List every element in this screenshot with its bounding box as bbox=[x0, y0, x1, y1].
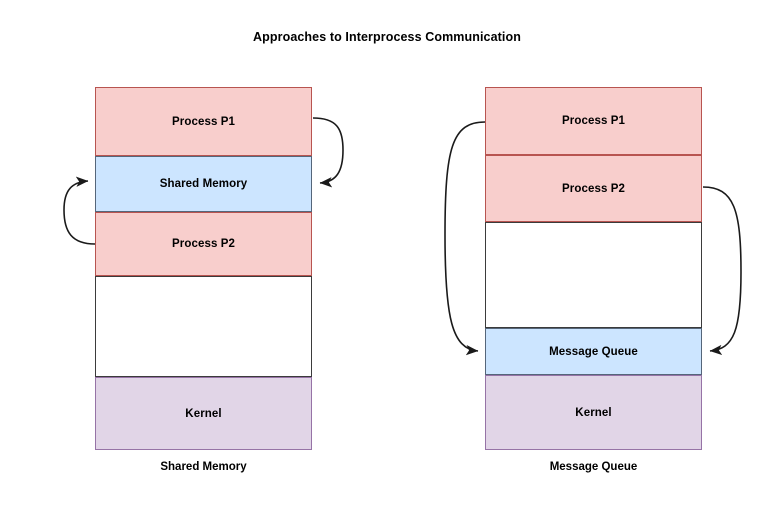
block-process-p1-message-queue: Process P1 bbox=[485, 87, 702, 155]
block-process-p1-shared-memory: Process P1 bbox=[95, 87, 312, 156]
block-kernel-shared-memory: Kernel bbox=[95, 377, 312, 450]
block-unused-shared-memory bbox=[95, 276, 312, 377]
block-label: Kernel bbox=[185, 407, 222, 420]
page-title: Approaches to Interprocess Communication bbox=[253, 30, 521, 44]
block-label: Message Queue bbox=[549, 345, 638, 358]
block-process-p2-shared-memory: Process P2 bbox=[95, 212, 312, 276]
block-label: Shared Memory bbox=[159, 178, 248, 190]
block-label: Process P1 bbox=[561, 115, 625, 127]
p2-to-shared-memory-arrow bbox=[63, 176, 96, 245]
block-process-p2-message-queue: Process P2 bbox=[485, 155, 702, 222]
caption-shared-memory: Shared Memory bbox=[160, 461, 247, 473]
block-shared-memory: Shared Memory bbox=[95, 156, 312, 212]
p2-to-message-queue-arrow bbox=[702, 186, 742, 356]
p1-to-shared-memory-arrow bbox=[312, 117, 344, 188]
block-label: Process P2 bbox=[561, 182, 625, 195]
block-message-queue: Message Queue bbox=[485, 328, 702, 375]
block-unused-message-queue bbox=[485, 222, 702, 328]
caption-message-queue: Message Queue bbox=[549, 461, 638, 473]
block-kernel-message-queue: Kernel bbox=[485, 375, 702, 450]
block-label: Kernel bbox=[575, 406, 612, 419]
block-label: Process P1 bbox=[171, 115, 235, 128]
p1-to-message-queue-arrow bbox=[444, 121, 486, 356]
block-label: Process P2 bbox=[171, 238, 235, 250]
